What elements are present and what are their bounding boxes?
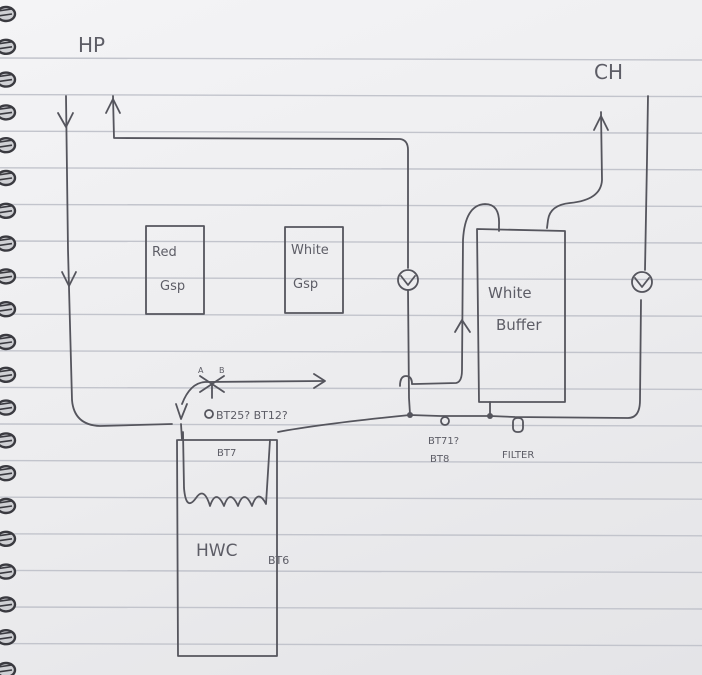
ch-return-pipe — [644, 95, 649, 271]
spiral-ring — [0, 661, 17, 675]
filter-label: FILTER — [502, 450, 534, 461]
spiral-wire — [0, 598, 13, 607]
spiral-wire — [0, 401, 13, 411]
spiral-wire — [0, 73, 13, 83]
spiral-wire — [0, 139, 13, 148]
bt7-label: BT7 — [217, 448, 236, 459]
hwc-feed-arrow — [313, 373, 326, 389]
bt25-bt12-label: BT25? BT12? — [216, 409, 288, 422]
white-gsp-label-line2: Gsp — [293, 277, 318, 292]
ruled-line — [0, 350, 702, 354]
filter-icon — [512, 417, 524, 433]
spiral-wire — [0, 336, 13, 345]
bt71-label: BT71? — [428, 436, 459, 447]
spiral-wire — [0, 41, 13, 50]
spiral-wire — [0, 8, 13, 17]
ruled-line — [0, 130, 702, 134]
spiral-wire — [0, 106, 13, 115]
spiral-wire — [0, 205, 13, 214]
valve-port-b-label: B — [219, 366, 225, 375]
hp-flow-arrow-1 — [57, 112, 74, 128]
ruled-line — [0, 642, 702, 647]
red-gsp-box — [145, 225, 205, 315]
junction-dot-left — [407, 412, 413, 418]
ruled-line — [0, 423, 702, 427]
ruled-line — [0, 606, 702, 610]
white-gsp-label-line1: White — [291, 243, 329, 258]
spiral-wire — [0, 237, 13, 247]
ruled-line — [0, 57, 702, 61]
white-gsp-box — [284, 226, 344, 314]
buffer-feed-arrow — [454, 319, 471, 333]
hp-return-pipe — [112, 95, 409, 269]
ruled-line — [0, 569, 702, 574]
spiral-wire — [0, 172, 13, 181]
bt25-sensor-icon — [204, 409, 214, 419]
spiral-wire — [0, 533, 13, 542]
hp-return-pipe-lower — [407, 289, 411, 415]
hwc-inlet-pipe — [180, 423, 183, 441]
ch-pump-triangle — [634, 277, 650, 288]
hp-label: HP — [78, 33, 105, 57]
red-gsp-label-line2: Gsp — [160, 279, 185, 294]
spiral-wire — [0, 664, 13, 673]
spiral-wire — [0, 369, 13, 378]
spiral-wire — [0, 434, 13, 443]
hwc-label: HWC — [196, 541, 237, 561]
ruled-line — [0, 203, 702, 208]
hwc-cylinder — [176, 439, 278, 657]
white-buffer-tank — [476, 228, 566, 403]
hp-pump-icon — [397, 269, 419, 291]
spiral-wire — [0, 631, 13, 640]
ch-label: CH — [594, 60, 623, 84]
buffer-feed-pipe — [411, 203, 500, 385]
ruled-lines — [0, 57, 702, 647]
pipe-cross-hop — [399, 375, 413, 387]
hwc-coil — [182, 431, 271, 507]
hwc-feed-pipe — [181, 380, 324, 405]
spiral-wire — [0, 565, 13, 575]
ruled-line — [0, 496, 702, 500]
ruled-line — [0, 313, 702, 317]
hp-flow-arrow-2 — [61, 271, 77, 287]
bt8-label: BT8 — [430, 454, 449, 465]
valve-port-a-label: A — [198, 366, 204, 375]
ruled-line — [0, 533, 702, 537]
hp-return-arrow — [105, 98, 121, 114]
spiral-wire — [0, 303, 13, 312]
ruled-line — [0, 386, 702, 391]
ch-flow-pipe — [546, 111, 603, 229]
white-buffer-label-line2: Buffer — [496, 316, 542, 334]
ruled-line — [0, 276, 702, 281]
spiral-wire — [0, 467, 13, 476]
ruled-line — [0, 240, 702, 244]
bottom-return-pipe — [277, 299, 642, 433]
ruled-line — [0, 167, 702, 171]
bt6-label: BT6 — [268, 554, 289, 567]
spiral-binding — [0, 5, 17, 675]
bt71-sensor-icon — [440, 416, 450, 426]
ruled-line — [0, 93, 702, 98]
ruled-line — [0, 459, 702, 464]
ch-pump-icon — [631, 271, 653, 293]
ch-flow-arrow — [593, 115, 609, 131]
spiral-wire — [0, 500, 13, 509]
spiral-wire — [0, 270, 13, 279]
red-gsp-label-line1: Red — [152, 245, 177, 260]
white-buffer-label-line1: White — [488, 284, 532, 302]
hp-pump-triangle — [400, 275, 416, 286]
hp-flow-pipe — [65, 95, 173, 427]
hwc-drop-arrow — [175, 403, 188, 420]
